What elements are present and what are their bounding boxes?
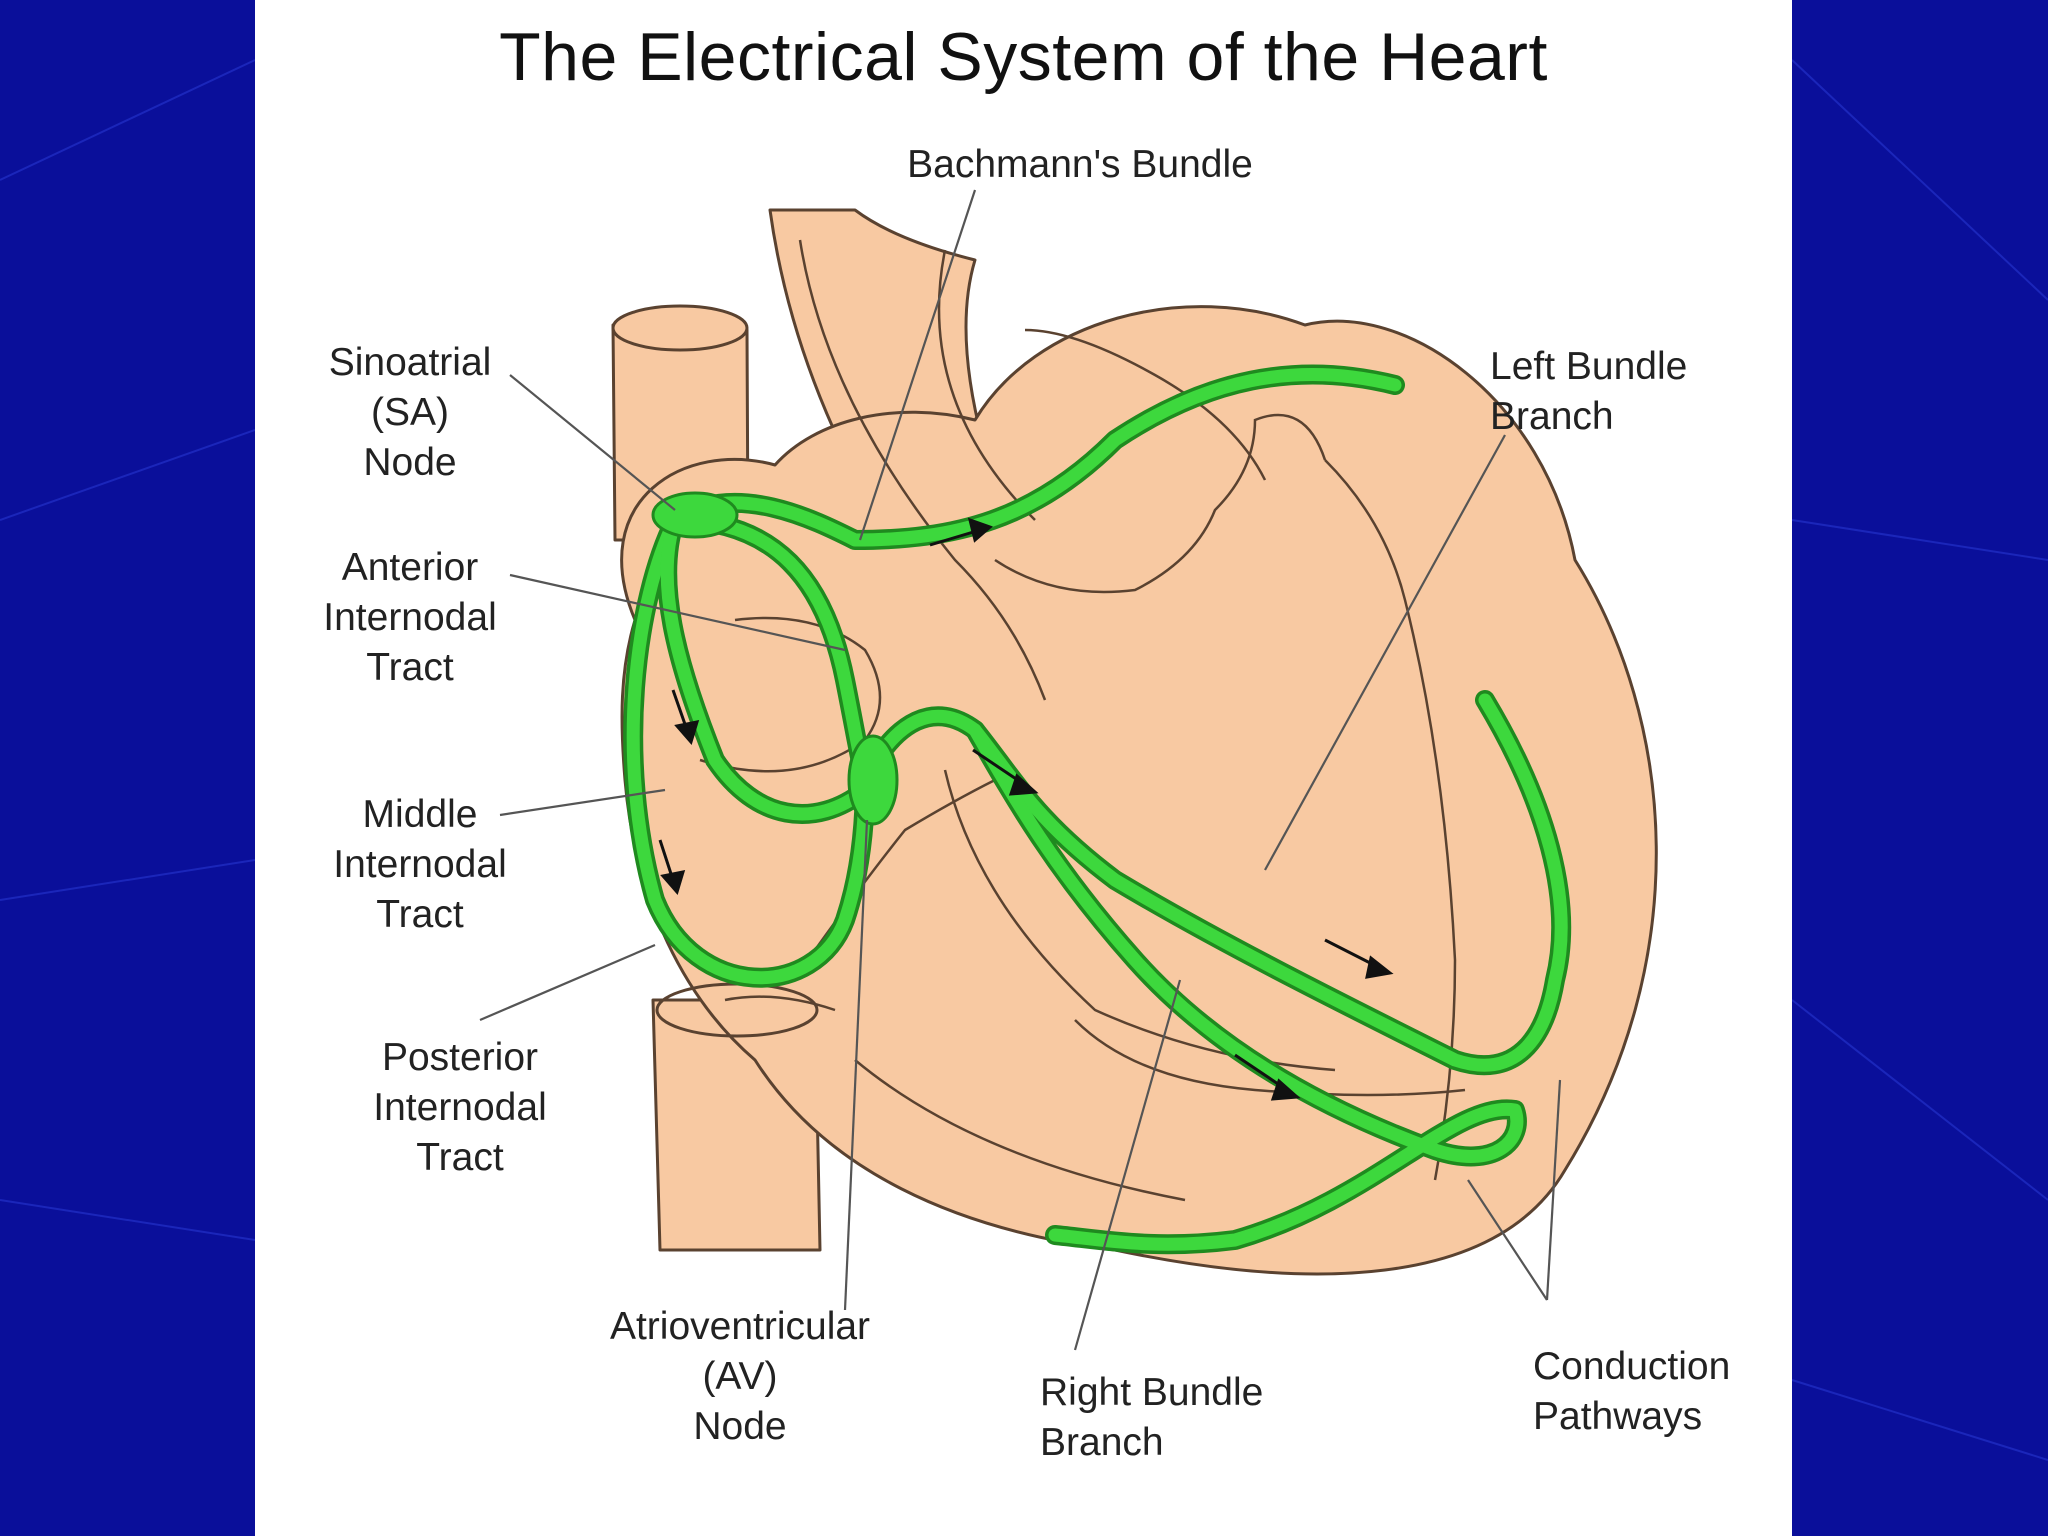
label-posterior-internodal-tract: Posterior Internodal Tract bbox=[373, 1036, 547, 1179]
leader-bachmann bbox=[858, 189, 977, 541]
label-middle-internodal-tract: Middle Internodal Tract bbox=[333, 793, 507, 936]
vena-cava-opening bbox=[611, 304, 749, 352]
label-left-bundle-branch: Left Bundle Branch bbox=[1490, 345, 1688, 438]
heart-illustration bbox=[479, 189, 1658, 1351]
label-conduction-pathways: Conduction Pathways bbox=[1533, 1345, 1731, 1438]
leader-middle bbox=[499, 788, 666, 817]
diagram-panel: The Electrical System of the Heart bbox=[255, 0, 1792, 1536]
leader-conduction-1 bbox=[1467, 1179, 1548, 1301]
label-sa-node: Sinoatrial (SA) Node bbox=[328, 341, 492, 484]
label-right-bundle-branch: Right Bundle Branch bbox=[1040, 1371, 1264, 1464]
leader-conduction-2 bbox=[1545, 1079, 1562, 1301]
leader-left-bundle bbox=[1264, 434, 1506, 871]
leader-right-bundle bbox=[1073, 979, 1182, 1351]
diagram-title: The Electrical System of the Heart bbox=[499, 19, 1548, 95]
leader-av-node bbox=[843, 819, 869, 1311]
leader-sa-node bbox=[509, 374, 676, 511]
arrow-icon bbox=[671, 689, 700, 746]
sa-node-shape bbox=[651, 491, 739, 539]
leader-lines bbox=[479, 189, 1562, 1351]
arrow-icon bbox=[972, 748, 1039, 796]
arrow-icon bbox=[929, 517, 993, 547]
label-av-node: Atrioventricular (AV) Node bbox=[609, 1305, 871, 1448]
leader-posterior bbox=[479, 943, 656, 1022]
leader-anterior bbox=[509, 573, 846, 652]
label-bachmanns-bundle: Bachmann's Bundle bbox=[907, 143, 1253, 186]
conduction-system bbox=[623, 364, 1572, 1255]
av-node-shape bbox=[847, 734, 899, 826]
arrow-icon bbox=[1234, 1053, 1301, 1101]
label-anterior-internodal-tract: Anterior Internodal Tract bbox=[323, 546, 497, 689]
arrow-icon bbox=[1324, 938, 1394, 979]
flow-arrows bbox=[658, 517, 1394, 1101]
arrow-icon bbox=[658, 839, 686, 896]
